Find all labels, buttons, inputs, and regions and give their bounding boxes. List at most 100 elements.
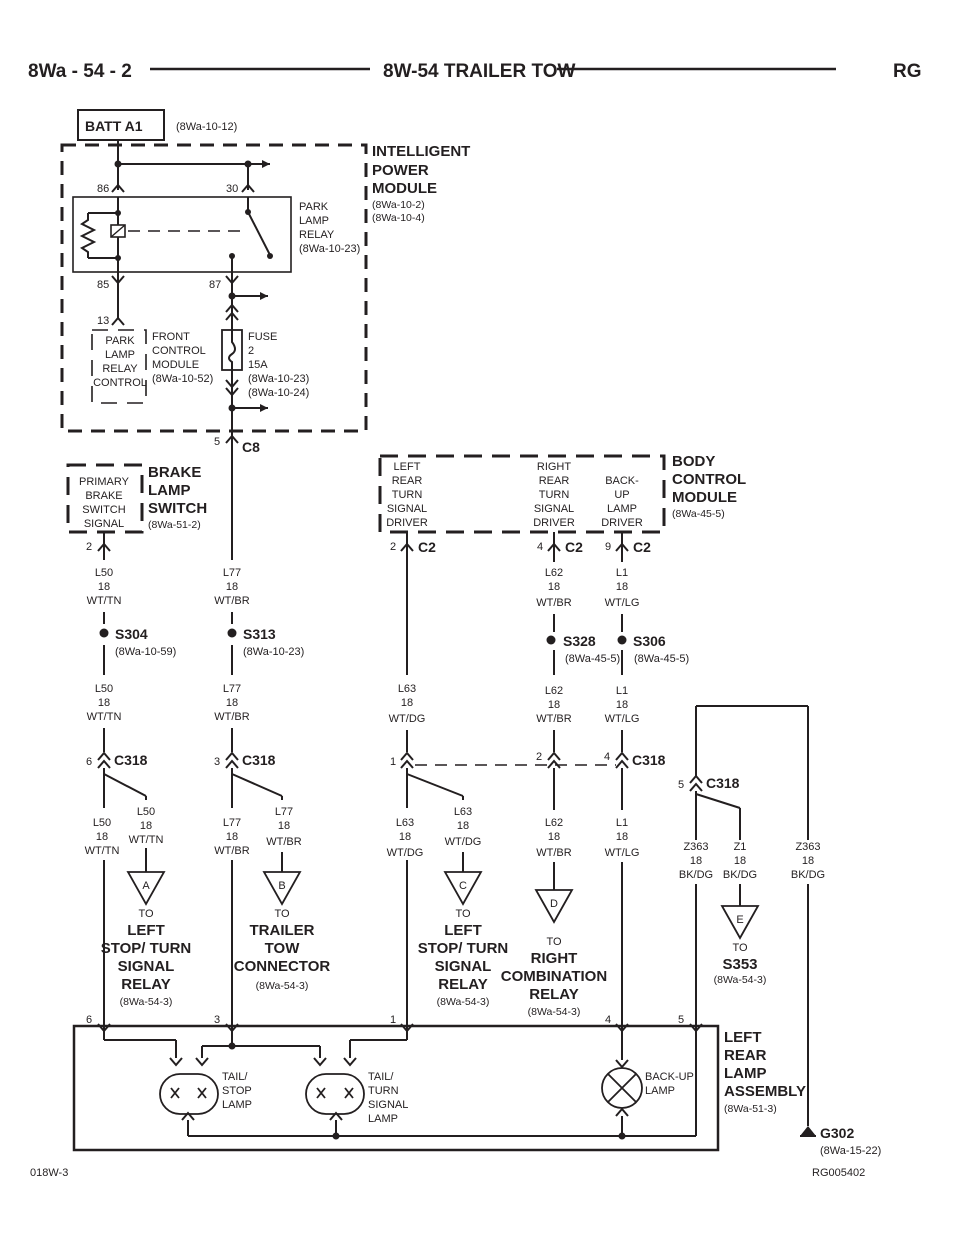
svg-text:RELAY: RELAY — [102, 363, 138, 375]
svg-text:2: 2 — [536, 751, 542, 763]
l62-label-1: L62 18 WT/BR — [536, 567, 571, 609]
svg-text:L77: L77 — [275, 806, 293, 818]
bcm-driver-2: RIGHT REAR TURN SIGNAL DRIVER — [533, 461, 575, 529]
l1-label-1: L1 18 WT/LG — [605, 567, 640, 609]
svg-text:15A: 15A — [248, 359, 268, 371]
svg-text:CONTROL: CONTROL — [93, 377, 147, 389]
svg-text:3: 3 — [214, 1014, 220, 1026]
svg-text:C: C — [459, 880, 467, 892]
pin-13: 13 — [97, 315, 109, 327]
svg-text:1: 1 — [390, 756, 396, 768]
svg-text:SWITCH: SWITCH — [148, 500, 207, 517]
svg-text:WT/TN: WT/TN — [87, 595, 122, 607]
l50-label-3: L50 18 WT/TN L50 18 WT/TN — [85, 806, 164, 857]
wire-l77-lower — [231, 768, 283, 1030]
svg-text:L77: L77 — [223, 817, 241, 829]
svg-text:Z363: Z363 — [795, 841, 820, 853]
svg-text:LAMP: LAMP — [368, 1113, 398, 1125]
svg-text:6: 6 — [86, 756, 92, 768]
svg-text:(8Wa-45-5): (8Wa-45-5) — [672, 508, 725, 520]
svg-text:WT/LG: WT/LG — [605, 847, 640, 859]
l50-label-1: L50 18 WT/TN — [87, 567, 122, 607]
svg-text:(8Wa-51-3): (8Wa-51-3) — [724, 1103, 777, 1115]
svg-text:LEFT: LEFT — [127, 922, 165, 939]
svg-text:SIGNAL: SIGNAL — [118, 958, 175, 975]
svg-text:WT/BR: WT/BR — [214, 595, 249, 607]
fuse-label: FUSE 2 15A (8Wa-10-23) (8Wa-10-24) — [248, 331, 309, 399]
pin-85: 85 — [97, 279, 109, 291]
svg-text:18: 18 — [548, 699, 560, 711]
c2-pin-9: 9 — [605, 541, 611, 553]
svg-text:LEFT: LEFT — [444, 922, 482, 939]
svg-text:L62: L62 — [545, 817, 563, 829]
svg-text:(8Wa-54-3): (8Wa-54-3) — [528, 1006, 581, 1018]
backup-label: BACK-UP LAMP — [645, 1071, 694, 1097]
lamp-internal-wiring — [103, 1031, 697, 1140]
svg-text:4: 4 — [604, 751, 610, 763]
bcm-driver-1: LEFT REAR TURN SIGNAL DRIVER — [386, 461, 428, 529]
svg-text:WT/TN: WT/TN — [129, 834, 164, 846]
pin-87: 87 — [209, 279, 221, 291]
svg-text:RELAY: RELAY — [299, 229, 335, 241]
svg-text:C318: C318 — [114, 752, 148, 768]
s313-ref: (8Wa-10-23) — [243, 646, 304, 658]
svg-text:CONTROL: CONTROL — [152, 345, 206, 357]
svg-text:TAIL/: TAIL/ — [368, 1071, 394, 1083]
svg-text:BRAKE: BRAKE — [148, 464, 201, 481]
svg-text:Z363: Z363 — [683, 841, 708, 853]
svg-text:(8Wa-10-52): (8Wa-10-52) — [152, 373, 213, 385]
svg-text:WT/BR: WT/BR — [266, 836, 301, 848]
model-code: RG — [893, 61, 922, 82]
svg-text:18: 18 — [734, 855, 746, 867]
l63-label-1: L63 18 WT/DG — [389, 683, 426, 725]
svg-text:C318: C318 — [632, 752, 666, 768]
svg-text:(8Wa-10-2): (8Wa-10-2) — [372, 199, 425, 211]
svg-text:PARK: PARK — [299, 201, 329, 213]
svg-text:CONNECTOR: CONNECTOR — [234, 958, 331, 975]
svg-text:LAMP: LAMP — [724, 1065, 767, 1082]
svg-text:TO: TO — [546, 936, 562, 948]
page-number: 8Wa - 54 - 2 — [28, 61, 132, 82]
svg-text:L63: L63 — [454, 806, 472, 818]
footer-figure-id: 018W-3 — [30, 1167, 68, 1179]
l77-label-3: L77 18 WT/BR L77 18 WT/BR — [214, 806, 301, 857]
svg-text:WT/LG: WT/LG — [605, 597, 640, 609]
svg-text:TURN: TURN — [539, 489, 570, 501]
l1-label-3: L1 18 WT/LG — [605, 817, 640, 859]
svg-text:LEFT: LEFT — [394, 461, 421, 473]
svg-text:(8Wa-54-3): (8Wa-54-3) — [120, 996, 173, 1008]
svg-text:2: 2 — [248, 345, 254, 357]
svg-text:L63: L63 — [396, 817, 414, 829]
l62-label-2: L62 18 WT/BR — [536, 685, 571, 725]
svg-text:WT/TN: WT/TN — [87, 711, 122, 723]
page-title: 8W-54 TRAILER TOW — [383, 61, 576, 82]
lamp-assembly-box — [72, 1024, 720, 1152]
svg-text:MODULE: MODULE — [152, 359, 199, 371]
c8-name: C8 — [242, 439, 260, 455]
s304-splice — [99, 628, 109, 638]
offpage-a: A TO LEFT STOP/ TURN SIGNAL RELAY (8Wa-5… — [101, 871, 191, 1008]
svg-text:DRIVER: DRIVER — [533, 517, 575, 529]
l1-label-2: L1 18 WT/LG — [605, 685, 640, 725]
s328-splice — [546, 635, 556, 645]
bcm-title: BODY CONTROL MODULE (8Wa-45-5) — [672, 453, 746, 520]
svg-text:(8Wa-10-24): (8Wa-10-24) — [248, 387, 309, 399]
svg-text:LAMP: LAMP — [645, 1085, 675, 1097]
wire-l63-lower — [406, 768, 464, 1030]
svg-text:WT/DG: WT/DG — [387, 847, 424, 859]
fcm-box — [91, 329, 147, 404]
svg-text:BACK-: BACK- — [605, 475, 639, 487]
svg-text:BACK-UP: BACK-UP — [645, 1071, 694, 1083]
svg-text:SIGNAL: SIGNAL — [534, 503, 574, 515]
ipm-box — [60, 143, 368, 433]
fuse-2 — [221, 329, 268, 425]
svg-text:B: B — [278, 880, 285, 892]
svg-text:WT/BR: WT/BR — [214, 845, 249, 857]
tail-turn-label: TAIL/ TURN SIGNAL LAMP — [368, 1071, 408, 1125]
svg-text:COMBINATION: COMBINATION — [501, 968, 607, 985]
svg-text:3: 3 — [214, 756, 220, 768]
bcm-driver-3: BACK- UP LAMP DRIVER — [601, 475, 643, 529]
svg-text:REAR: REAR — [392, 475, 423, 487]
svg-text:18: 18 — [98, 697, 110, 709]
svg-text:SWITCH: SWITCH — [82, 504, 125, 516]
